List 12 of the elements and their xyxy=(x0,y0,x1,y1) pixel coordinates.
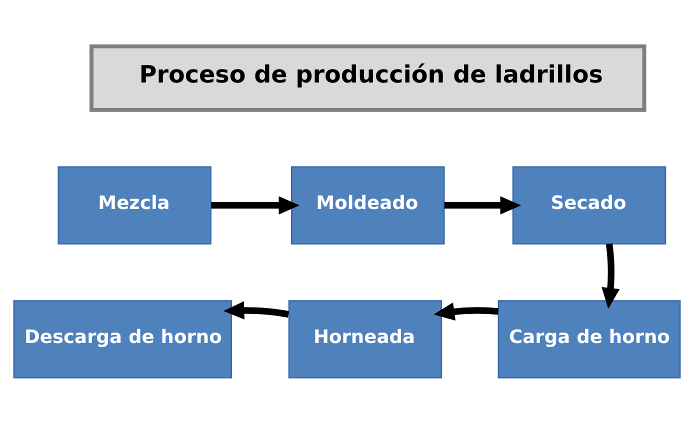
node-box: Moldeado xyxy=(291,166,445,244)
node-box: Horneada xyxy=(288,300,442,378)
node-box: Mezcla xyxy=(58,166,212,244)
node-box: Secado xyxy=(512,166,666,244)
arrow xyxy=(444,196,522,214)
arrow xyxy=(211,196,300,214)
arrow xyxy=(434,302,499,320)
node-box: Proceso de producción de ladrillos xyxy=(90,44,646,112)
node-box: Descarga de horno xyxy=(13,300,232,378)
node-box: Carga de horno xyxy=(498,300,681,378)
arrow xyxy=(602,243,620,308)
arrow xyxy=(223,300,290,319)
